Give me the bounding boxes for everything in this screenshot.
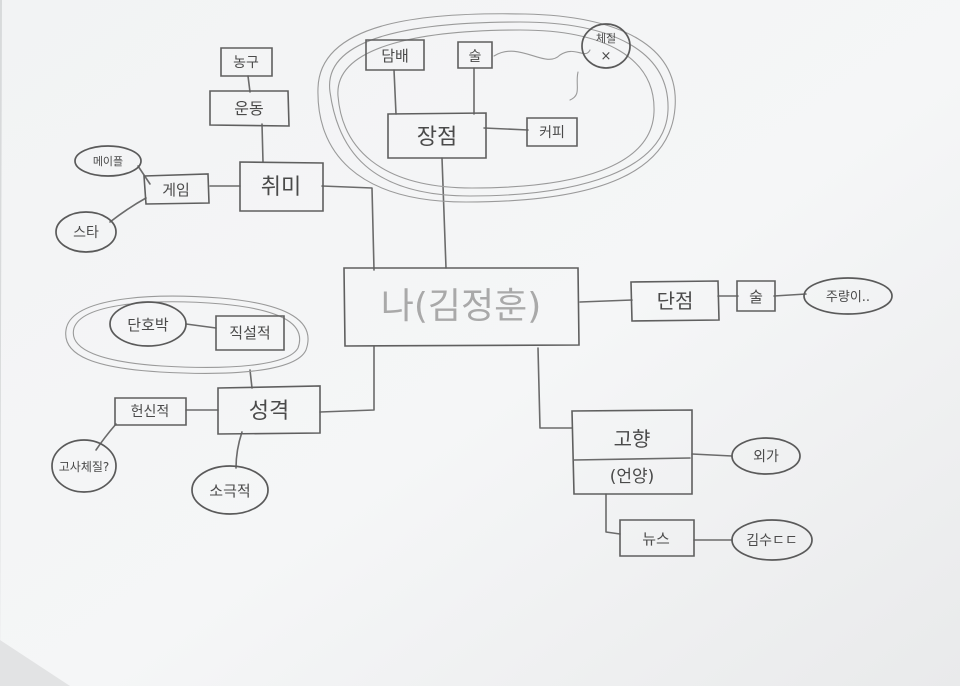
- basketball-label: 농구: [233, 55, 259, 71]
- hometown-label: 고향: [614, 427, 651, 451]
- bubble-maple: [74, 145, 142, 177]
- node-alcohol-top-box: [457, 41, 493, 69]
- node-straightforward-box: [215, 315, 285, 351]
- passive-label: 소극적: [209, 482, 250, 500]
- cross-mark: ×: [601, 49, 612, 64]
- node-news-box: [619, 519, 695, 557]
- node-hobby-box: [239, 161, 324, 212]
- node-sports-box: [209, 90, 290, 127]
- strength-label: 장점: [417, 125, 457, 150]
- node-basketball-box: [220, 47, 273, 77]
- alcohol-right-label: 술: [749, 288, 763, 306]
- weakness-label: 단점: [657, 289, 694, 313]
- node-game-box: [143, 173, 210, 205]
- drinking-capacity-label: 주량이..: [826, 290, 870, 305]
- bubble-drinking-capacity: [803, 277, 893, 315]
- coffee-label: 커피: [539, 125, 565, 141]
- node-devoted-box: [114, 397, 187, 426]
- bubbles: [51, 23, 893, 561]
- node-alcohol-right-box: [736, 280, 776, 312]
- cigarette-label: 담배: [381, 47, 409, 65]
- paper-shadow: [0, 640, 70, 686]
- gosa-label: 고사체질?: [59, 460, 110, 474]
- connector-lines: [95, 49, 807, 541]
- bubble-star: [55, 211, 117, 253]
- bubble-danhobak: [109, 301, 187, 347]
- danhobak-label: 단호박: [127, 316, 169, 334]
- sports-label: 운동: [234, 99, 263, 118]
- alcohol-top-label: 술: [469, 49, 482, 65]
- devoted-label: 헌신적: [131, 404, 170, 420]
- center-label: 나(김정훈): [381, 286, 542, 327]
- strength-loops: [317, 13, 676, 203]
- bubble-foreign: [731, 437, 801, 475]
- node-weakness-box: [630, 280, 720, 322]
- bubble-constitution: [581, 23, 631, 69]
- constitution-label: 체질: [596, 32, 616, 45]
- node-coffee-box: [526, 117, 578, 147]
- personality-label: 성격: [249, 399, 289, 424]
- star-label: 스타: [73, 225, 99, 241]
- bubble-passive: [191, 465, 269, 515]
- hobby-label: 취미: [261, 175, 301, 200]
- bubble-gosa: [51, 439, 117, 493]
- boxes: [114, 39, 776, 557]
- news-label: 뉴스: [642, 530, 670, 548]
- place-label: (언양): [610, 467, 655, 487]
- node-personality-box: [217, 385, 321, 435]
- node-hometown-box: [571, 409, 693, 495]
- bubble-kimsu: [731, 519, 813, 561]
- straightforward-label: 직설적: [229, 324, 270, 342]
- node-center-box: [343, 267, 580, 347]
- foreign-label: 외가: [753, 449, 779, 465]
- labels: 나(김정훈) 농구 운동 취미 게임 메이플 스타 담배 술 커피 장점 체질 …: [59, 32, 870, 549]
- node-strength-box: [387, 112, 487, 159]
- maple-label: 메이플: [93, 155, 123, 168]
- game-label: 게임: [162, 181, 190, 199]
- node-cigarette-box: [365, 39, 425, 71]
- kimsu-label: 김수ㄷㄷ: [746, 533, 798, 549]
